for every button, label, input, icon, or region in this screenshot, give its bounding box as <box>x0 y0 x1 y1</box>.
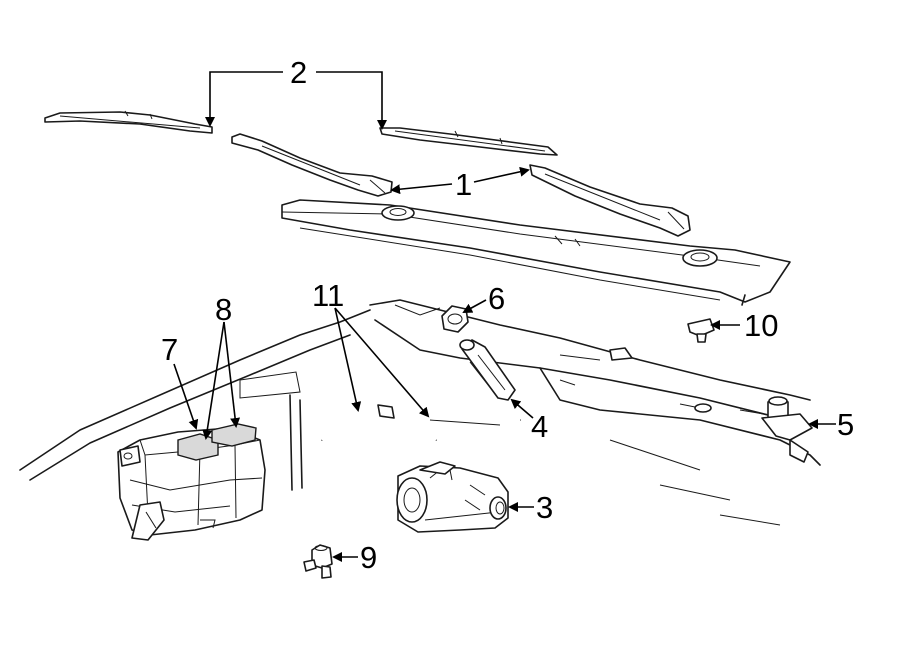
check-valve <box>303 544 333 579</box>
washer-reservoir <box>117 423 266 541</box>
wiper-arm-left <box>231 133 393 197</box>
callout-11: 11 <box>312 278 344 313</box>
callout-labels: 2 1 6 10 11 8 7 4 5 3 9 <box>161 55 854 575</box>
callout-2: 2 <box>290 55 307 90</box>
callout-9: 9 <box>360 540 377 575</box>
washer-pump <box>459 339 516 401</box>
callout-8: 8 <box>215 292 232 327</box>
wiper-pivot <box>761 396 813 463</box>
wiper-blade-left <box>44 110 213 134</box>
callout-6: 6 <box>488 281 505 316</box>
washer-hose <box>320 404 521 442</box>
callout-1: 1 <box>455 167 472 202</box>
wiper-arm-right <box>529 164 691 237</box>
callout-7: 7 <box>161 332 178 367</box>
callout-5: 5 <box>837 407 854 442</box>
leader-lines <box>173 71 836 562</box>
callout-4: 4 <box>531 409 548 444</box>
cowl-panel <box>281 199 791 306</box>
pivot-nut <box>441 305 469 333</box>
callout-10: 10 <box>744 308 778 343</box>
wiper-motor <box>396 461 509 533</box>
callout-3: 3 <box>536 490 553 525</box>
body-structure <box>19 299 821 526</box>
wiper-blade-right <box>379 127 558 156</box>
retainer-clip <box>687 318 715 343</box>
